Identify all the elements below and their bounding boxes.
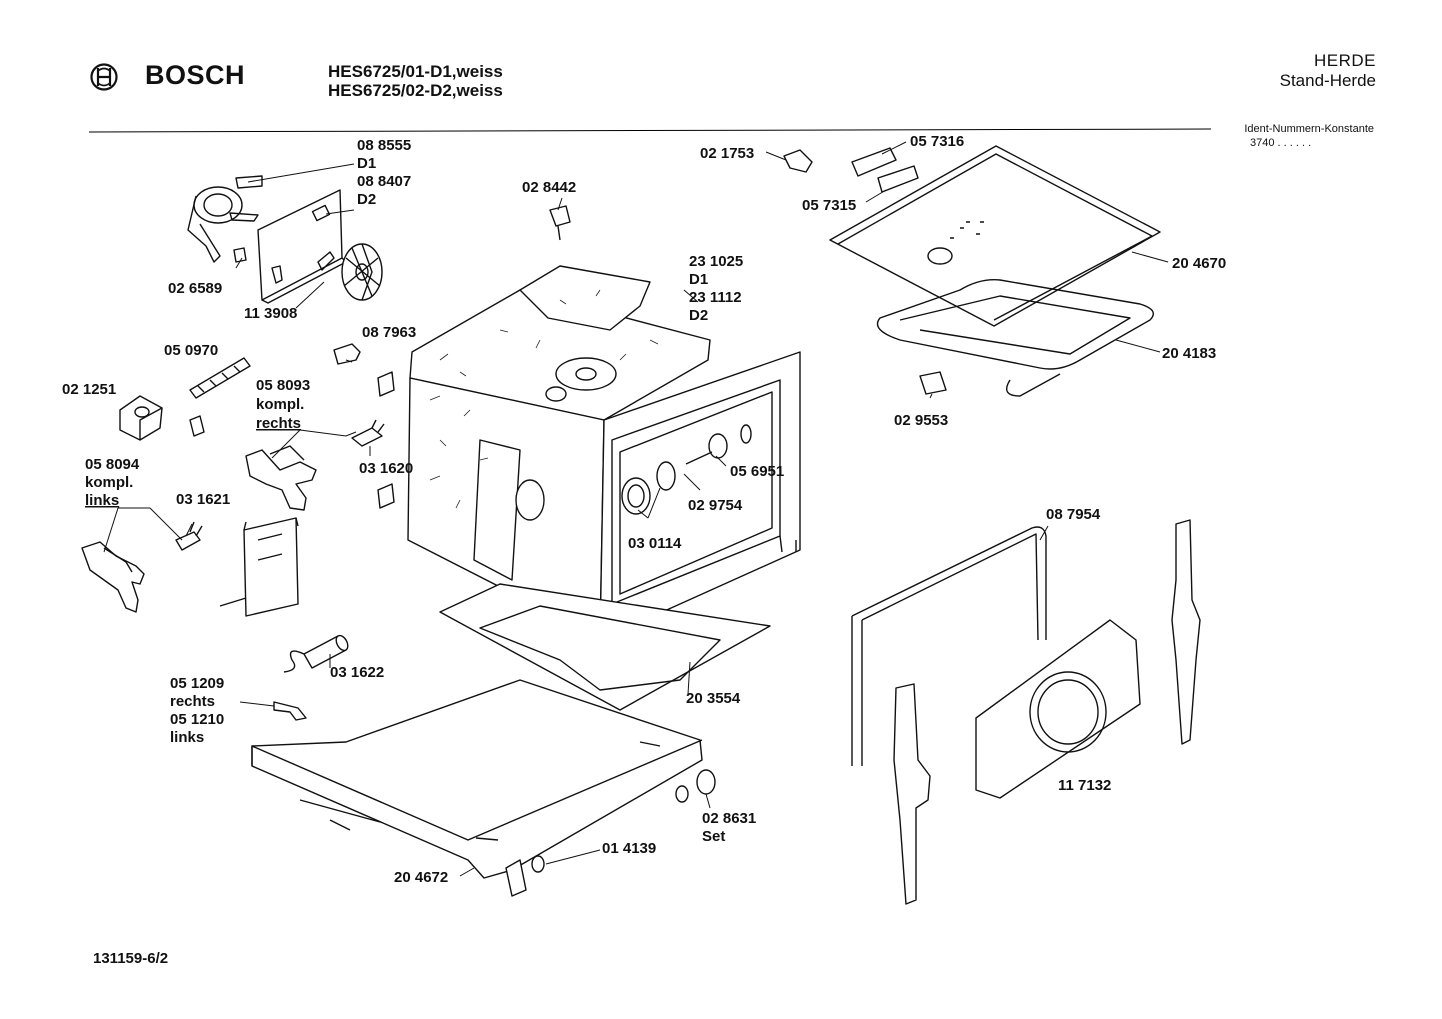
label-031620: 03 1620 [359,460,413,477]
switch-087963 [333,343,361,365]
base-frame-204672 [251,679,703,897]
clip-021753 [783,149,813,173]
label-d1-a: D1 [357,155,376,172]
subcategory-title: Stand-Herde [1279,71,1376,90]
label-031621: 03 1621 [176,491,230,508]
label-087954: 08 7954 [1046,506,1101,523]
label-050970: 05 0970 [164,342,218,359]
terminal-021251 [119,395,163,441]
hinge-028631 [675,769,716,803]
label-231025: 23 1025 [689,253,743,270]
terminal-029553 [919,371,947,395]
label-028442: 02 8442 [522,179,576,196]
connector-block-050970 [189,357,251,399]
label-kompl-links: kompl. [85,474,133,491]
label-014139: 01 4139 [602,840,656,857]
side-rail-left [893,683,931,905]
bracket-057316 [851,147,897,177]
knob-030114 [621,461,676,515]
label-028631: 02 8631 [702,810,756,827]
label-set: Set [702,828,725,845]
label-204183: 20 4183 [1162,345,1216,362]
label-113908: 11 3908 [244,305,297,322]
oven-muffle [377,265,801,641]
label-021251: 02 1251 [62,381,116,398]
side-rail-right [1171,519,1201,745]
label-026589: 02 6589 [168,280,222,297]
fan-motor-assembly [187,175,347,304]
label-051210: 05 1210 [170,711,224,728]
brand-name: BOSCH [145,60,246,90]
label-051209: 05 1209 [170,675,224,692]
label-088407: 08 8407 [357,173,411,190]
switch-031621 [175,521,203,551]
label-088555: 08 8555 [357,137,411,154]
label-rechts-clip: rechts [170,693,215,710]
terminal-028442 [549,205,571,241]
label-d2-b: D2 [689,307,708,324]
label-029754: 02 9754 [688,497,743,514]
bracket-057315 [877,165,919,193]
part-labels: 08 8555 D1 08 8407 D2 02 6589 11 3908 02… [62,133,1226,886]
label-057315: 05 7315 [802,197,856,214]
model-line-2: HES6725/02-D2,weiss [328,81,503,100]
bottom-heater-tray-203554 [439,583,771,711]
label-057316: 05 7316 [910,133,964,150]
label-231112: 23 1112 [689,289,742,306]
label-links-hinge: links [85,492,119,509]
label-117132: 11 7132 [1058,777,1111,794]
clip-small [189,415,205,437]
category-title: HERDE [1313,51,1376,70]
bosch-logo-icon [90,63,118,91]
door-seal-087954 [851,526,1047,766]
label-056951: 05 6951 [730,463,784,480]
clip-051209 [273,701,307,721]
label-d2-a: D2 [357,191,376,208]
label-030114: 03 0114 [628,535,682,552]
heating-element-204183 [876,279,1154,397]
label-021753: 02 1753 [700,145,754,162]
label-058094: 05 8094 [85,456,140,473]
label-029553: 02 9553 [894,412,948,429]
model-line-1: HES6725/01-D1,weiss [328,62,503,81]
pilot-lamp-056951 [685,424,752,465]
label-031622: 03 1622 [330,664,384,681]
ident-value: 3740 . . . . . . [1250,137,1312,149]
label-kompl-rechts: kompl. [256,396,304,413]
label-links-clip: links [170,729,204,746]
label-d1-b: D1 [689,271,708,288]
label-rechts-hinge: rechts [256,415,301,432]
label-087963: 08 7963 [362,324,416,341]
label-058093: 05 8093 [256,377,310,394]
hinge-right-058093 [245,445,317,511]
fan-wheel [341,243,383,301]
label-204670: 20 4670 [1172,255,1226,272]
switch-031620 [351,419,385,447]
label-203554: 20 3554 [686,690,741,707]
ident-label: Ident-Nummern-Konstante [1244,123,1374,135]
hinge-left-058094 [81,541,145,613]
label-204672: 20 4672 [394,869,448,886]
document-number: 131159-6/2 [93,950,169,967]
capacitor-031622 [283,634,349,673]
leader-lines [103,141,1169,877]
clip-014139 [531,855,545,873]
bracket-plate [219,517,299,617]
fan-cover-117132 [975,619,1141,799]
